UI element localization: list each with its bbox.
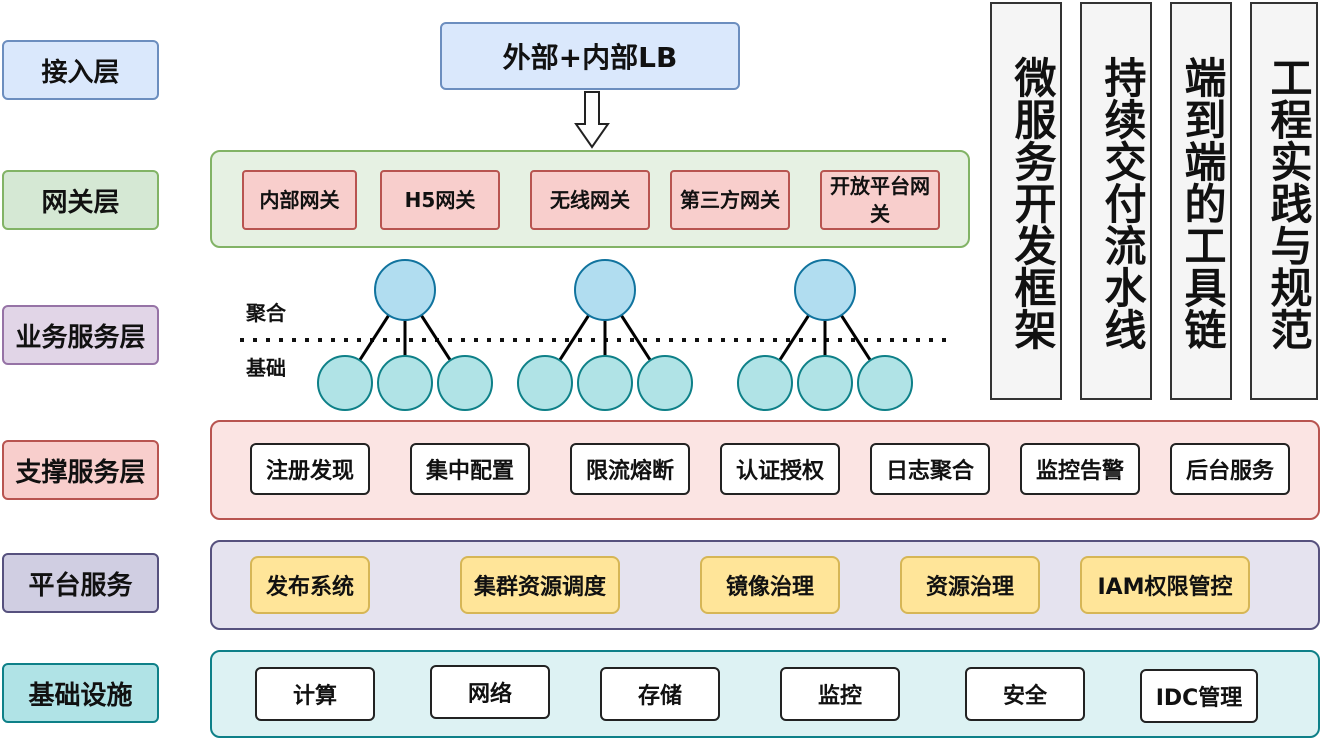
gateway-h5: H5网关 <box>380 170 500 230</box>
layer-label-business: 业务服务层 <box>2 305 159 365</box>
aggregate-label: 聚合 <box>246 301 286 325</box>
gateway-open-platform: 开放平台网关 <box>820 170 940 230</box>
base-node <box>577 355 633 411</box>
base-node <box>737 355 793 411</box>
layer-label-platform: 平台服务 <box>2 553 159 613</box>
infra-monitoring: 监控 <box>780 667 900 721</box>
layer-label-gateway: 网关层 <box>2 170 159 230</box>
lb-box: 外部+内部LB <box>440 22 740 90</box>
gateway-thirdparty: 第三方网关 <box>670 170 790 230</box>
support-service-ratelimit: 限流熔断 <box>570 443 690 495</box>
platform-resource: 资源治理 <box>900 556 1040 614</box>
layer-label-support: 支撑服务层 <box>2 440 159 500</box>
base-node <box>857 355 913 411</box>
base-node <box>517 355 573 411</box>
down-arrow-icon <box>574 91 610 149</box>
service-tree-1 <box>317 259 493 411</box>
support-service-monitoring: 监控告警 <box>1020 443 1140 495</box>
base-node <box>377 355 433 411</box>
base-node <box>317 355 373 411</box>
aggregate-node <box>374 259 436 321</box>
service-tree-2 <box>517 259 693 411</box>
support-service-backend: 后台服务 <box>1170 443 1290 495</box>
platform-iam: IAM权限管控 <box>1080 556 1250 614</box>
column-microservice-framework: 微服务开发框架 <box>990 2 1062 400</box>
base-label: 基础 <box>246 356 286 380</box>
infra-storage: 存储 <box>600 667 720 721</box>
support-service-registry: 注册发现 <box>250 443 370 495</box>
layer-label-access: 接入层 <box>2 40 159 100</box>
platform-image: 镜像治理 <box>700 556 840 614</box>
platform-release: 发布系统 <box>250 556 370 614</box>
column-continuous-delivery: 持续交付流水线 <box>1080 2 1152 400</box>
support-service-config: 集中配置 <box>410 443 530 495</box>
infra-panel <box>210 650 1320 738</box>
aggregate-node <box>574 259 636 321</box>
gateway-internal: 内部网关 <box>242 170 357 230</box>
aggregate-node <box>794 259 856 321</box>
platform-scheduling: 集群资源调度 <box>460 556 620 614</box>
service-tree-3 <box>737 259 913 411</box>
base-node <box>797 355 853 411</box>
support-service-auth: 认证授权 <box>720 443 840 495</box>
infra-security: 安全 <box>965 667 1085 721</box>
column-engineering-practice: 工程实践与规范 <box>1250 2 1318 400</box>
gateway-wireless: 无线网关 <box>530 170 650 230</box>
base-node <box>637 355 693 411</box>
support-service-logging: 日志聚合 <box>870 443 990 495</box>
layer-label-infra: 基础设施 <box>2 663 159 723</box>
column-e2e-toolchain: 端到端的工具链 <box>1170 2 1232 400</box>
infra-compute: 计算 <box>255 667 375 721</box>
base-node <box>437 355 493 411</box>
infra-idc: IDC管理 <box>1140 669 1258 723</box>
infra-network: 网络 <box>430 665 550 719</box>
